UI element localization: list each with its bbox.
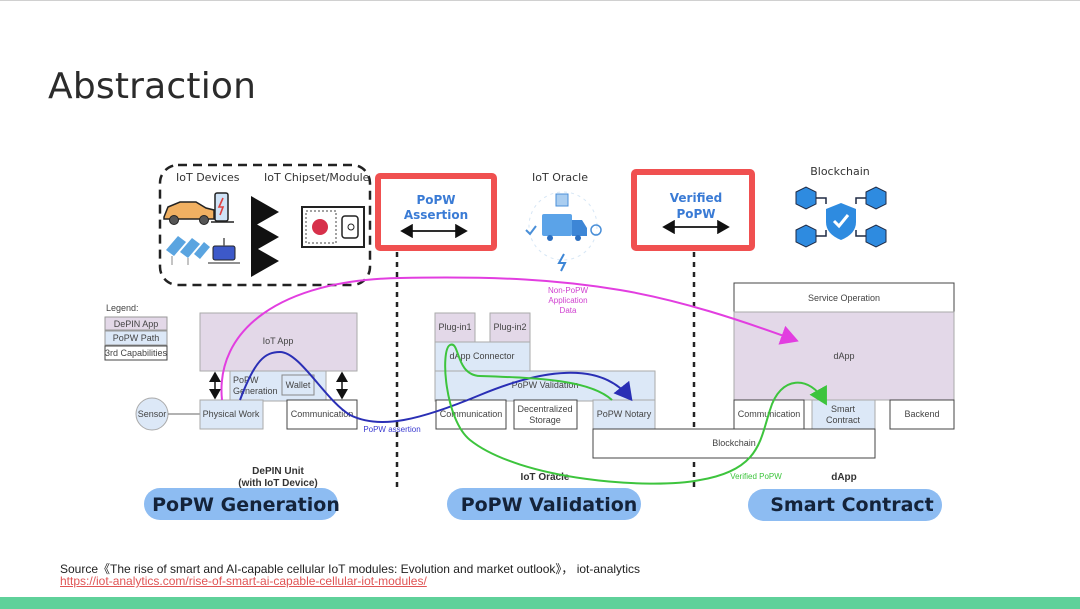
wallet-label: Wallet [286, 380, 311, 390]
dapp-connector-label: dApp Connector [449, 351, 514, 361]
pill-popw-validation-label: PoPW Validation [461, 494, 638, 516]
popw-generation-line1: PoPW [233, 375, 259, 385]
popw-assertion-box: PoPW Assertion [375, 173, 497, 251]
top-border [0, 0, 1080, 1]
popw-generation-line2: Generation [233, 386, 278, 396]
legend-swatch-depin-app [104, 316, 168, 331]
flows: Non-PoPW Application Data PoPW assertion… [220, 276, 827, 485]
depin-communication-label: Communication [291, 409, 354, 419]
dapp-stack: Service Operation dApp Communication Sma… [592, 282, 955, 483]
dapp-box [733, 311, 955, 401]
popw-validation-label: PoPW Validation [512, 380, 579, 390]
iot-oracle-stack: Plug-in1 Plug-in2 dApp Connector PoPW Va… [434, 312, 656, 483]
verified-popw-line2: PoPW [676, 207, 715, 221]
blockchain-box [592, 428, 876, 459]
blockchain-shield-icon [795, 186, 887, 248]
legend-swatch-3rd-capabilities [104, 345, 168, 361]
verified-popw-box: Verified PoPW [631, 169, 755, 251]
blockchain-label: Blockchain [810, 165, 870, 178]
oracle-communication-label: Communication [440, 409, 503, 419]
physical-work-label: Physical Work [203, 409, 260, 419]
dapp-connector-box [434, 341, 531, 373]
pill-popw-generation [144, 488, 338, 520]
device-arrows [251, 196, 279, 277]
source-citation: Source《The rise of smart and AI-capable … [60, 562, 641, 576]
pill-popw-generation-label: PoPW Generation [152, 494, 340, 516]
decentralized-storage-line2: Storage [529, 415, 561, 425]
service-operation-label: Service Operation [808, 293, 880, 303]
ev-charger-icon [211, 192, 234, 223]
plugin1-box [434, 312, 476, 344]
iot-oracle-group: IoT Oracle [525, 171, 602, 272]
blockchain-group: Blockchain [795, 165, 887, 248]
popw-assertion-line1: PoPW [416, 193, 455, 207]
verified-popw-flow-label: Verified PoPW [730, 472, 782, 481]
verified-popw-flow [444, 343, 827, 485]
page-title: Abstraction [48, 66, 257, 107]
physical-work-box [199, 399, 264, 430]
pill-smart-contract [748, 489, 942, 521]
backend-box [889, 399, 955, 430]
popw-assertion-flow [239, 350, 633, 424]
router-icon [208, 238, 240, 264]
dapp-label: dApp [833, 351, 854, 361]
depin-communication-box [286, 399, 358, 430]
smart-contract-line2: Contract [826, 415, 861, 425]
smart-contract-line1: Smart [831, 404, 856, 414]
popw-assertion-line2: Assertion [404, 208, 468, 222]
sensor-label: Sensor [138, 409, 167, 419]
popw-notary-label: PoPW Notary [597, 409, 652, 419]
iot-devices-dashed-frame [158, 163, 372, 287]
legend-item-3rd-capabilities: 3rd Capabilities [105, 348, 168, 358]
depin-unit: IoT App PoPW Generation Wallet Sensor Ph… [135, 312, 358, 489]
non-popw-label-line1: Non-PoPW [548, 286, 588, 295]
backend-label: Backend [904, 409, 939, 419]
iot-oracle-caption: IoT Oracle [521, 472, 570, 483]
non-popw-label-line3: Data [560, 306, 577, 315]
popw-notary-box [592, 399, 656, 430]
popw-assertion-flow-label: PoPW assertion [363, 425, 420, 434]
dapp-caption: dApp [831, 472, 857, 483]
blockchain-box-label: Blockchain [712, 438, 756, 448]
wallet-box [281, 374, 315, 396]
car-icon [163, 201, 215, 225]
verified-popw-line1: Verified [670, 191, 722, 205]
legend-item-depin-app: DePIN App [114, 319, 159, 329]
oracle-communication-box [435, 399, 507, 430]
iot-app-label: IoT App [263, 336, 294, 346]
plugin1-label: Plug-in1 [438, 322, 471, 332]
depin-unit-caption-line2: (with IoT Device) [238, 478, 317, 489]
decentralized-storage-box [513, 399, 578, 430]
phase-pills: PoPW Generation PoPW Validation Smart Co… [144, 488, 942, 521]
chip-module-icon [301, 206, 365, 248]
non-popw-label-line2: Application [548, 296, 587, 305]
plugin2-label: Plug-in2 [493, 322, 526, 332]
iot-oracle-label: IoT Oracle [532, 171, 588, 184]
solar-panel-icon [166, 236, 210, 265]
legend-swatch-popw-path [104, 330, 168, 346]
pill-smart-contract-label: Smart Contract [770, 494, 934, 516]
iot-chipset-label: IoT Chipset/Module [264, 171, 370, 184]
legend: Legend: DePIN App PoPW Path 3rd Capabili… [104, 303, 168, 361]
delivery-truck-icon [525, 191, 602, 272]
legend-item-popw-path: PoPW Path [113, 333, 160, 343]
decentralized-storage-line1: Decentralized [517, 404, 572, 414]
pill-popw-validation [447, 488, 641, 520]
iot-devices-group: IoT Devices IoT Chipset/Module [158, 163, 372, 287]
plugin2-box [489, 312, 531, 344]
legend-title: Legend: [106, 303, 139, 313]
source-link[interactable]: https://iot-analytics.com/rise-of-smart-… [60, 574, 427, 588]
accent-bar [0, 597, 1080, 609]
iot-devices-label: IoT Devices [176, 171, 240, 184]
depin-unit-caption-line1: DePIN Unit [252, 466, 304, 477]
non-popw-data-flow [220, 276, 799, 401]
